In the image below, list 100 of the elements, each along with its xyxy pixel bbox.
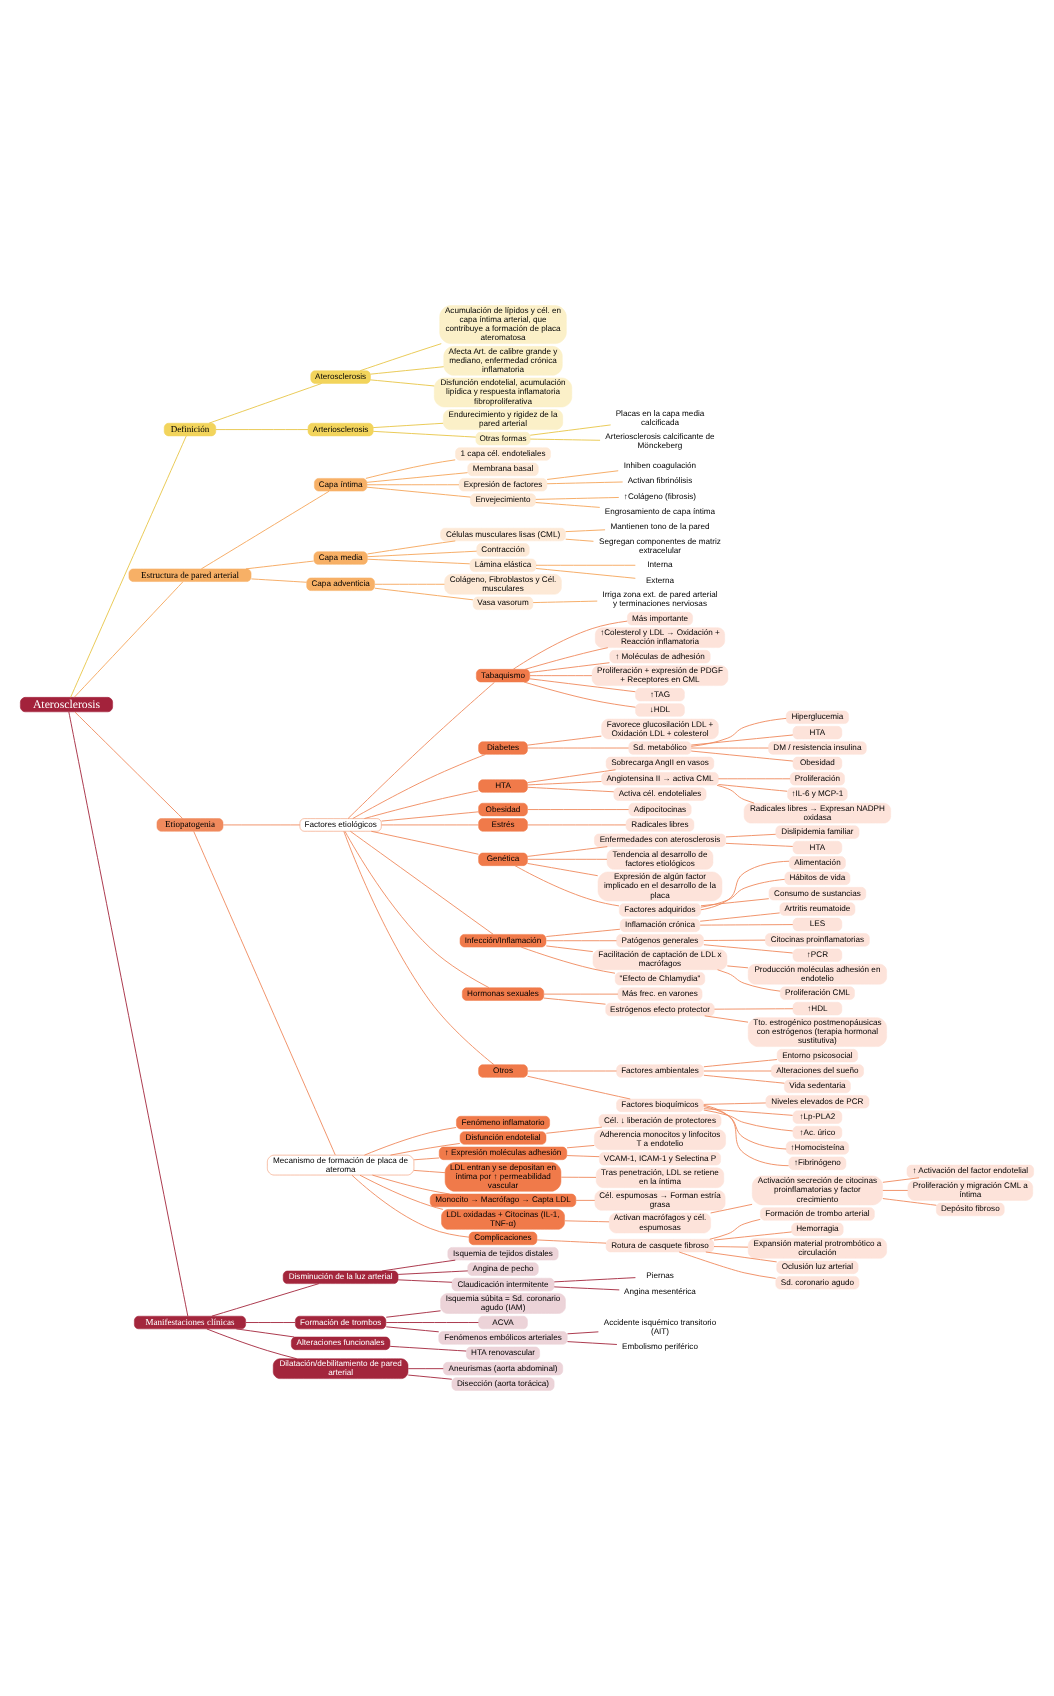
connector (705, 1251, 778, 1263)
connector (73, 581, 184, 698)
connector (527, 786, 615, 793)
connector (523, 681, 636, 708)
connector (193, 830, 336, 1156)
connector (703, 1109, 794, 1132)
connector (535, 564, 636, 566)
connector (703, 1074, 785, 1084)
connector (709, 1218, 761, 1240)
connector (407, 1374, 453, 1380)
connector (532, 600, 598, 604)
connector (553, 1286, 620, 1291)
connector (725, 833, 777, 838)
connector (703, 1059, 778, 1068)
connector (527, 769, 617, 784)
connector (367, 540, 456, 555)
connector (690, 734, 794, 746)
connector (363, 790, 479, 819)
connector (397, 1279, 453, 1283)
connector (529, 662, 610, 673)
connector (370, 830, 479, 855)
connector (251, 578, 307, 583)
connector (74, 711, 184, 820)
connector (527, 1075, 631, 1100)
connector (366, 486, 471, 498)
connector (520, 946, 616, 974)
connector (545, 945, 594, 953)
connector (370, 366, 445, 375)
connector (700, 860, 790, 911)
connector (364, 1127, 457, 1156)
connector (372, 1174, 451, 1195)
connector (390, 1143, 461, 1156)
connector (543, 997, 606, 1005)
connector (726, 965, 749, 969)
connector (208, 383, 322, 424)
connector (352, 754, 486, 819)
connector (678, 1251, 777, 1279)
connector (703, 1102, 767, 1105)
connector (527, 735, 602, 746)
connector (703, 1104, 790, 1167)
connector (545, 928, 621, 937)
connector (545, 1126, 603, 1134)
connector (344, 831, 490, 989)
connector (717, 784, 788, 792)
connector (206, 1328, 298, 1360)
connector (716, 784, 755, 804)
connector (374, 583, 445, 585)
connector (349, 830, 494, 935)
connector (211, 1283, 320, 1317)
connector (215, 429, 309, 430)
connector (366, 472, 468, 483)
connector (700, 898, 770, 907)
connector (717, 778, 791, 780)
connector (407, 1368, 444, 1370)
connector (365, 459, 456, 479)
connector (245, 560, 315, 570)
connector (690, 747, 769, 749)
connector (699, 912, 781, 922)
connector (343, 831, 495, 1066)
connector (703, 1106, 787, 1150)
connector (200, 490, 330, 570)
connector (359, 343, 442, 372)
connector (725, 842, 794, 847)
connector (366, 558, 471, 565)
connector (370, 379, 435, 387)
connector (882, 1198, 937, 1206)
connector (543, 993, 619, 995)
connector (690, 750, 794, 762)
connector (527, 824, 627, 826)
connector (529, 424, 612, 436)
connector (347, 681, 495, 819)
connector (565, 529, 606, 533)
connector (222, 824, 301, 826)
connector (70, 435, 187, 698)
connector (566, 1155, 600, 1158)
connector (546, 481, 624, 485)
connector (385, 1322, 479, 1323)
connector (245, 1322, 296, 1323)
connector (527, 747, 630, 749)
connector (527, 858, 608, 860)
connector (366, 484, 460, 486)
connector (535, 497, 620, 500)
connector (704, 1015, 749, 1023)
connector (527, 809, 630, 810)
connector (699, 924, 794, 926)
connector (536, 1239, 607, 1244)
connector (351, 1174, 470, 1238)
connector (372, 430, 477, 438)
connector (413, 1169, 446, 1174)
connector (703, 1070, 772, 1072)
connector (529, 675, 593, 677)
connector (235, 1328, 295, 1338)
connector (527, 862, 599, 877)
connector (564, 1220, 610, 1223)
connector (703, 939, 766, 941)
connector (713, 1246, 749, 1248)
connector (882, 1190, 909, 1191)
connector (703, 1108, 793, 1116)
connector (566, 1145, 595, 1149)
connector (567, 1331, 599, 1335)
